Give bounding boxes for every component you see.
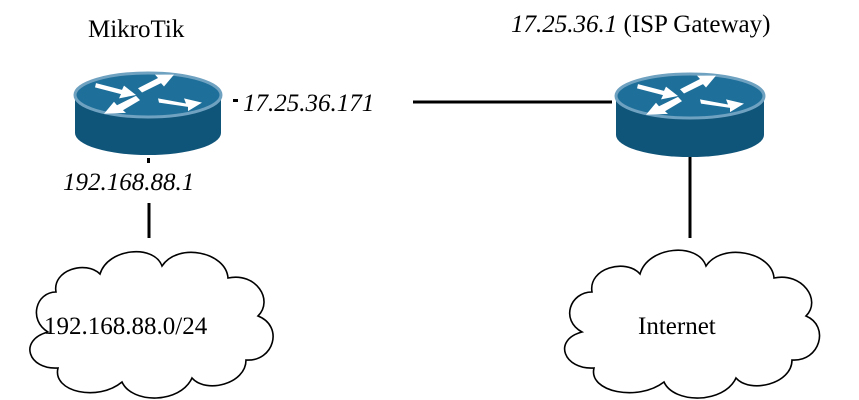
router-left-title: MikroTik <box>88 16 185 43</box>
router-right-title: 17.25.36.1 (ISP Gateway) <box>511 11 770 39</box>
link-lines <box>147 100 692 238</box>
lan-ip-label: 192.168.88.1 <box>63 169 195 196</box>
lan-network-label: 192.168.88.0/24 <box>44 313 208 340</box>
gateway-role: (ISP Gateway) <box>623 11 771 38</box>
lan-tick <box>147 158 150 163</box>
router-icon <box>614 72 766 157</box>
cloud-icon <box>563 249 821 399</box>
cloud-icon <box>29 251 274 399</box>
router-icon <box>73 71 223 155</box>
wan-tick <box>233 99 238 102</box>
wan-ip-label: 17.25.36.171 <box>243 90 375 117</box>
internet-label: Internet <box>638 313 716 340</box>
gateway-ip: 17.25.36.1 <box>511 11 618 38</box>
